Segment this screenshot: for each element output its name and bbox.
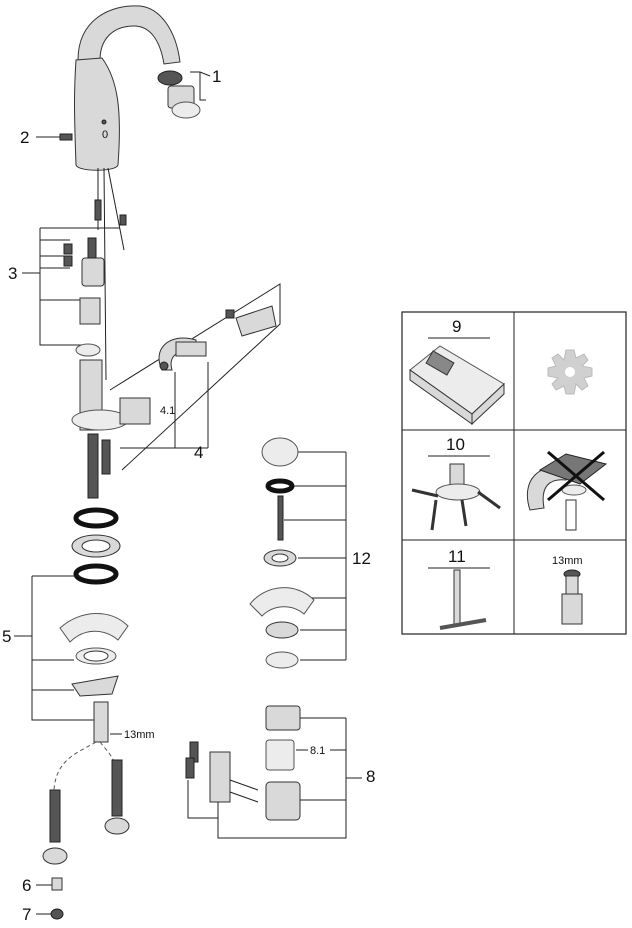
label-13mm-a: 13mm [124, 729, 155, 741]
countertop-part [59, 613, 129, 643]
mounting-assembly-3 [39, 227, 120, 357]
label-8: 8 [366, 767, 375, 786]
seal-part-7 [50, 908, 64, 920]
label-8-1: 8.1 [310, 745, 325, 757]
label-12: 12 [352, 549, 371, 568]
nipple-part-6 [51, 877, 63, 891]
valve-tool-part [411, 463, 501, 531]
supply-hose-left [49, 789, 61, 843]
label-2: 2 [20, 128, 29, 147]
label-1: 1 [212, 67, 221, 86]
supply-hose-right [111, 759, 123, 817]
faucet-spout: 0 [74, 5, 181, 171]
label-9: 9 [452, 317, 461, 336]
control-box-8 [185, 705, 301, 821]
fixing-nut-part [93, 701, 109, 743]
label-11: 11 [448, 547, 466, 566]
label-6: 6 [22, 876, 31, 895]
horseshoe-washer-part [71, 675, 119, 697]
label-5: 5 [2, 627, 11, 646]
mounting-base [71, 359, 151, 499]
valve-assembly-4 [109, 283, 281, 471]
o-ring-part [73, 507, 119, 529]
remote-control-icon [409, 345, 505, 426]
svg-text:0: 0 [102, 129, 108, 141]
socket-wrench-icon [561, 569, 583, 625]
installation-warning-icon [526, 450, 608, 531]
hex-key-icon [439, 569, 487, 630]
waste-assembly-12 [249, 437, 315, 669]
label-7: 7 [22, 905, 31, 924]
set-screw-part [59, 133, 73, 141]
label-3: 3 [8, 264, 17, 283]
aerator-part [157, 70, 201, 119]
label-10: 10 [446, 435, 465, 454]
label-4: 4 [194, 443, 203, 462]
label-4-1: 4.1 [160, 405, 175, 417]
gear-icon [547, 349, 593, 395]
label-13mm-b: 13mm [552, 555, 583, 567]
